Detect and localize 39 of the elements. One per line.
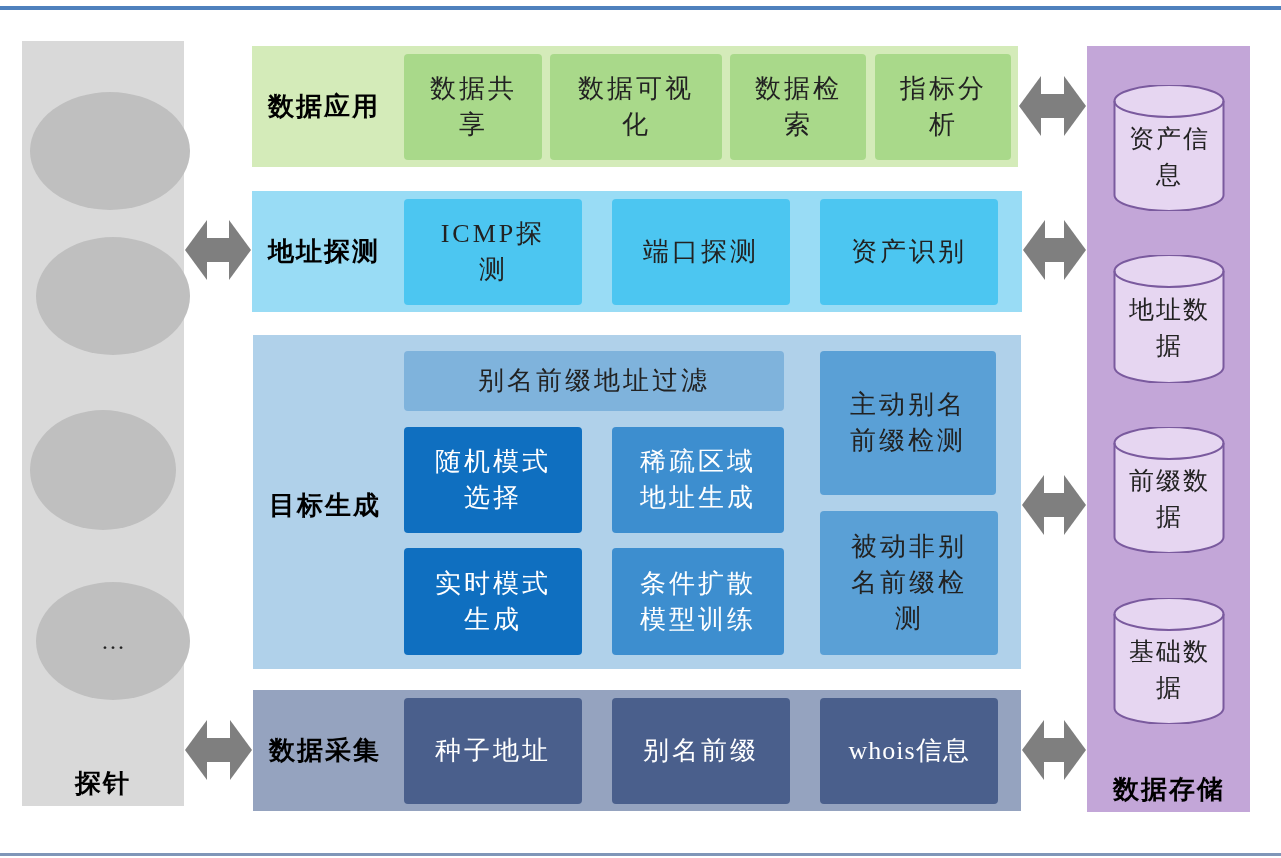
double-arrow <box>185 220 251 280</box>
module-box: 数据可视化 <box>550 54 722 160</box>
module-box: 实时模式生成 <box>404 548 582 655</box>
module-box: 条件扩散模型训练 <box>612 548 784 655</box>
layer-title: 数据应用 <box>268 90 381 123</box>
module-box: ICMP探测 <box>404 199 582 305</box>
probe-ellipse: … <box>36 582 190 700</box>
layer-title: 地址探测 <box>268 235 381 268</box>
module-box: 被动非别名前缀检测 <box>820 511 998 655</box>
module-box: 随机模式选择 <box>404 427 582 533</box>
panel-title: 数据存储 <box>1111 774 1226 806</box>
module-box: 稀疏区域地址生成 <box>612 427 784 533</box>
module-box: 主动别名前缀检测 <box>820 351 996 495</box>
module-box: 数据共享 <box>404 54 542 160</box>
module-box: 别名前缀 <box>612 698 790 804</box>
cylinder-label: 资产信息 <box>1127 124 1211 190</box>
double-arrow <box>185 720 252 780</box>
double-arrow <box>1023 220 1086 280</box>
panel-title: 探针 <box>73 768 132 800</box>
module-box: 种子地址 <box>404 698 582 804</box>
double-arrow <box>1022 475 1086 535</box>
module-box: 端口探测 <box>612 199 790 305</box>
module-box: whois信息 <box>820 698 998 804</box>
cylinder-label: 前缀数据 <box>1127 466 1211 532</box>
module-box: 别名前缀地址过滤 <box>404 351 784 411</box>
cylinder-label: 基础数据 <box>1127 637 1211 703</box>
side-panel <box>1087 46 1250 812</box>
layer-band <box>253 335 1021 669</box>
module-box: 指标分析 <box>875 54 1011 160</box>
double-arrow <box>1019 76 1086 136</box>
module-box: 数据检索 <box>730 54 866 160</box>
double-arrow <box>1022 720 1086 780</box>
cylinder-label: 地址数据 <box>1127 295 1211 361</box>
layer-band <box>253 690 1021 811</box>
layer-title: 目标生成 <box>269 490 382 522</box>
module-box: 资产识别 <box>820 199 998 305</box>
layer-band <box>252 191 1022 312</box>
layer-band <box>252 46 1018 167</box>
layer-title: 数据采集 <box>269 734 382 767</box>
